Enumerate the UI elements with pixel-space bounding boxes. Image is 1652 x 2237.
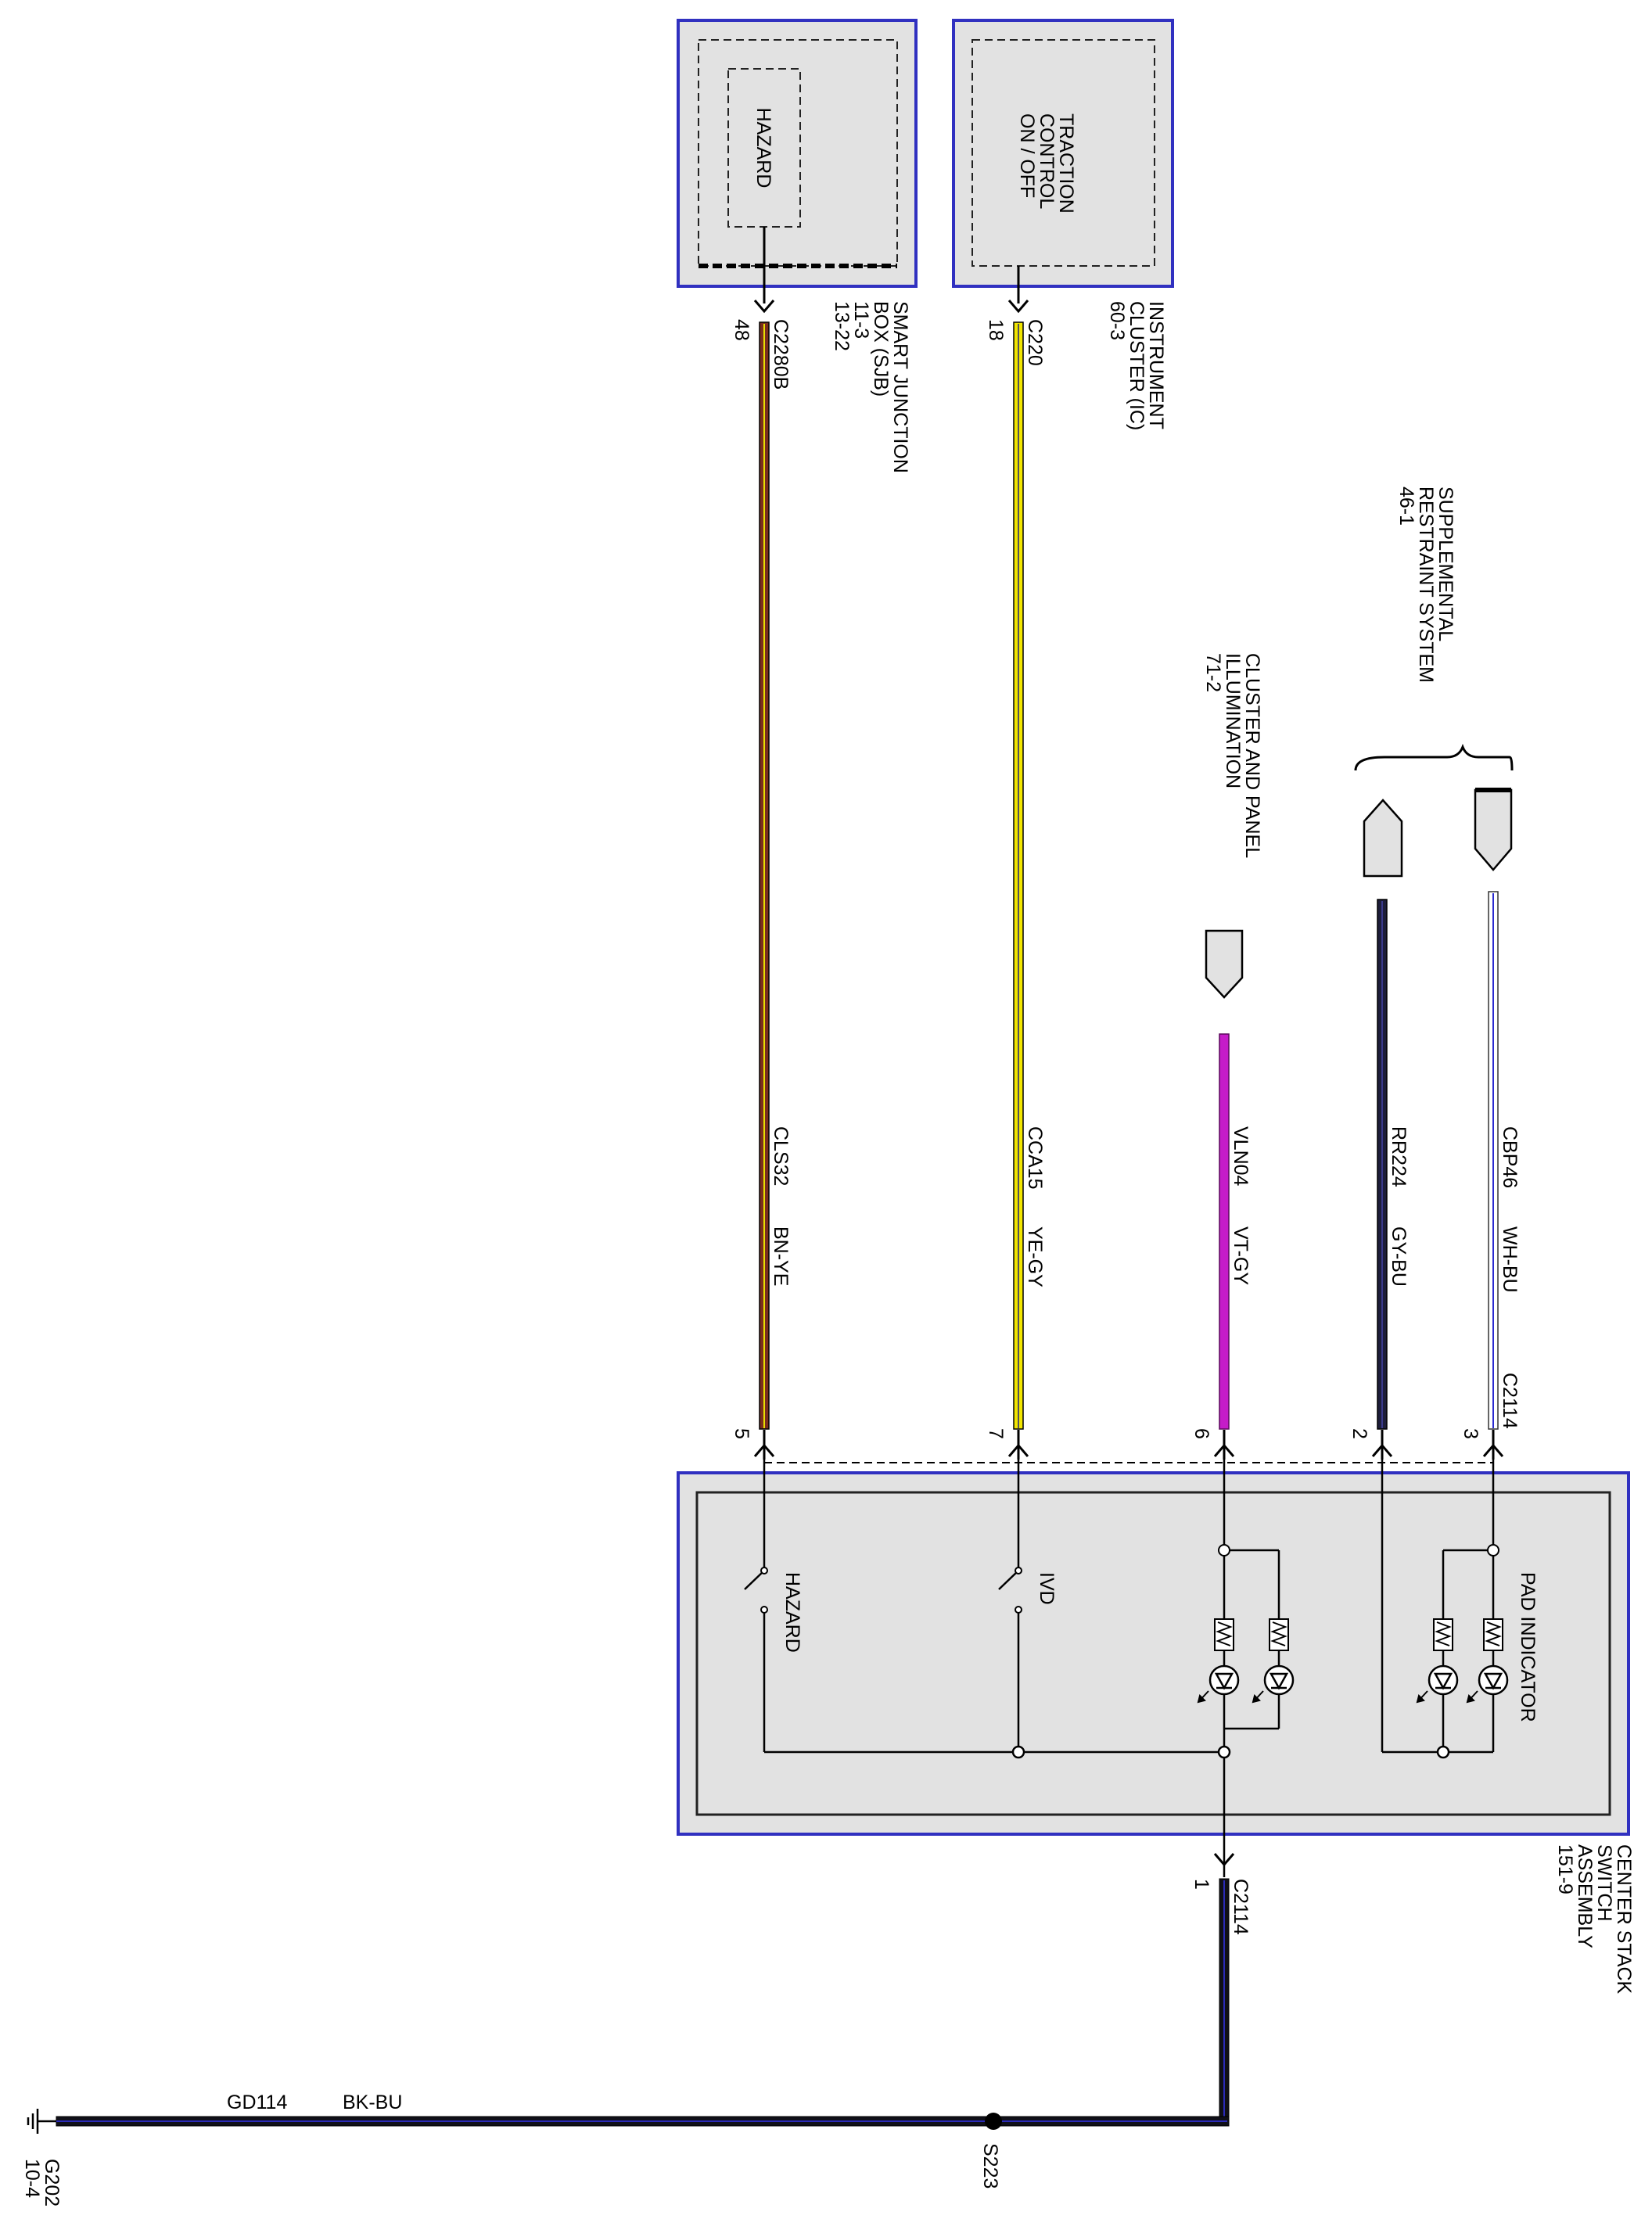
svg-text:151-9: 151-9 bbox=[1554, 1844, 1576, 1894]
splice-s223-dot bbox=[985, 2113, 1002, 2130]
pin-5: 5 bbox=[731, 1428, 752, 1439]
svg-text:71-2: 71-2 bbox=[1202, 653, 1224, 692]
svg-text:SWITCH: SWITCH bbox=[1593, 1844, 1615, 1922]
ground-page-label: 10-4 bbox=[21, 2159, 43, 2198]
srs-connector-3-icon bbox=[1474, 788, 1513, 871]
svg-text:BOX (SJB): BOX (SJB) bbox=[870, 301, 892, 397]
wire-label-vln04-circuit: VLN04 bbox=[1230, 1126, 1252, 1187]
cluster-illumination-label: CLUSTER AND PANEL ILLUMINATION 71-2 bbox=[1202, 653, 1263, 858]
led-icons bbox=[1208, 1664, 1509, 1696]
hazard-switch-internal-label: HAZARD bbox=[781, 1572, 803, 1653]
wire-cca15 bbox=[1013, 321, 1024, 1430]
svg-text:60-3: 60-3 bbox=[1106, 301, 1128, 340]
center-stack-switch-assembly bbox=[677, 1462, 1630, 1836]
sjb-label: SMART JUNCTION BOX (SJB) 11-3 13-22 bbox=[831, 301, 911, 473]
svg-text:SUPPLEMENTAL: SUPPLEMENTAL bbox=[1435, 487, 1456, 641]
splice-s223-label: S223 bbox=[979, 2143, 1001, 2189]
instrument-cluster-label: INSTRUMENT CLUSTER (IC) 60-3 bbox=[1106, 301, 1167, 430]
resistor-icons bbox=[1214, 1618, 1503, 1651]
ground-symbol-icon bbox=[27, 2109, 56, 2134]
ground-circuit-label: GD114 bbox=[227, 2092, 287, 2113]
illumination-connector-icon bbox=[1205, 929, 1244, 999]
ground-wire-gd114 bbox=[56, 1878, 1230, 2127]
hazard-connector: C2280B bbox=[770, 319, 792, 390]
wire-rr224 bbox=[1377, 899, 1388, 1430]
pin-3: 3 bbox=[1460, 1428, 1481, 1439]
svg-text:ASSEMBLY: ASSEMBLY bbox=[1574, 1844, 1596, 1948]
traction-control-module: TRACTION CONTROL ON / OFF bbox=[952, 19, 1174, 314]
srs-brace bbox=[1354, 743, 1514, 771]
svg-text:46-1: 46-1 bbox=[1395, 487, 1417, 526]
ivd-switch-label: IVD bbox=[1036, 1572, 1058, 1605]
wire-label-rr224-circuit: RR224 bbox=[1388, 1126, 1410, 1187]
traction-switch-label-1: TRACTION bbox=[1055, 113, 1077, 214]
srs-label: SUPPLEMENTAL RESTRAINT SYSTEM 46-1 bbox=[1395, 487, 1456, 683]
svg-text:INSTRUMENT: INSTRUMENT bbox=[1145, 301, 1167, 429]
srs-connector-2-icon bbox=[1363, 799, 1403, 878]
traction-pin: 18 bbox=[985, 319, 1007, 341]
internal-circuit bbox=[744, 1460, 1495, 1877]
wire-label-cca15-circuit: CCA15 bbox=[1024, 1126, 1046, 1190]
ground-pin-1: 1 bbox=[1191, 1879, 1212, 1890]
switch-contacts bbox=[760, 1544, 1499, 1614]
pin-7: 7 bbox=[985, 1428, 1007, 1439]
wire-label-cbp46-circuit: CBP46 bbox=[1499, 1126, 1521, 1188]
hazard-pin: 48 bbox=[731, 319, 752, 341]
traction-switch-label-2: CONTROL bbox=[1036, 113, 1058, 209]
ground-point-label: G202 bbox=[41, 2159, 63, 2206]
wire-label-cls32-color: BN-YE bbox=[770, 1226, 792, 1286]
wire-label-cls32-circuit: CLS32 bbox=[770, 1126, 792, 1186]
svg-text:13-22: 13-22 bbox=[831, 301, 853, 351]
wire-label-vln04-color: VT-GY bbox=[1230, 1226, 1252, 1285]
svg-text:CENTER STACK: CENTER STACK bbox=[1613, 1844, 1635, 1995]
hazard-module: HAZARD bbox=[677, 19, 918, 314]
traction-switch-label-3: ON / OFF bbox=[1016, 113, 1038, 198]
pin-6: 6 bbox=[1191, 1428, 1212, 1439]
svg-text:ILLUMINATION: ILLUMINATION bbox=[1222, 653, 1244, 788]
wire-cls32 bbox=[759, 321, 770, 1430]
wire-label-cca15-color: YE-GY bbox=[1024, 1226, 1046, 1287]
center-stack-label: CENTER STACK SWITCH ASSEMBLY 151-9 bbox=[1554, 1844, 1635, 1995]
connector-c2114-bottom: C2114 bbox=[1230, 1879, 1252, 1935]
bottom-connector-arrow bbox=[1213, 1853, 1235, 1867]
wire-label-cbp46-color: WH-BU bbox=[1499, 1226, 1521, 1293]
connector-c2114-top: C2114 bbox=[1499, 1373, 1521, 1429]
wire-cbp46 bbox=[1488, 891, 1499, 1430]
led-light-arrows bbox=[1197, 1690, 1478, 1704]
wire-vln04 bbox=[1219, 1033, 1230, 1430]
svg-text:CLUSTER (IC): CLUSTER (IC) bbox=[1126, 301, 1147, 430]
junction-dots bbox=[1011, 1745, 1450, 1759]
top-connector-arrows bbox=[753, 1430, 1504, 1460]
svg-text:SMART JUNCTION: SMART JUNCTION bbox=[889, 301, 911, 473]
hazard-switch-label: HAZARD bbox=[752, 108, 774, 189]
svg-text:11-3: 11-3 bbox=[850, 301, 872, 339]
wire-label-rr224-color: GY-BU bbox=[1388, 1226, 1410, 1287]
svg-text:RESTRAINT SYSTEM: RESTRAINT SYSTEM bbox=[1415, 487, 1437, 683]
ground-color-label: BK-BU bbox=[343, 2092, 402, 2113]
pad-indicator-label: PAD INDICATOR bbox=[1517, 1572, 1539, 1722]
svg-text:CLUSTER AND PANEL: CLUSTER AND PANEL bbox=[1241, 653, 1263, 858]
pin-2: 2 bbox=[1349, 1428, 1370, 1439]
traction-connector: C220 bbox=[1024, 319, 1046, 366]
